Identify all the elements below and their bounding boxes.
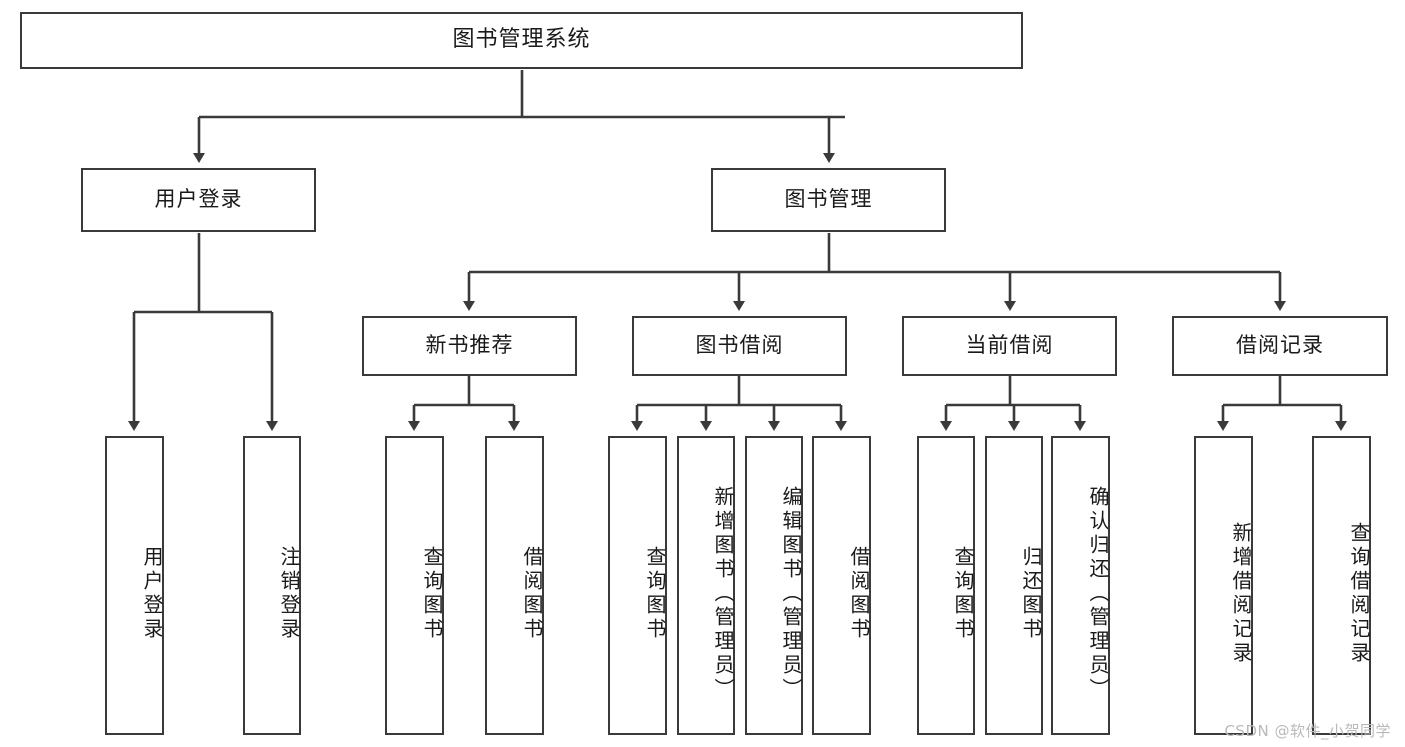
node-label: 编辑图书（管理员） (779, 485, 803, 702)
node-label: 注销登录 (277, 545, 301, 642)
node-label: 新增图书（管理员） (711, 485, 735, 702)
node-book-management[interactable]: 图书管理 (711, 168, 946, 232)
node-label: 当前借阅 (965, 333, 1054, 358)
node-label: 图书借阅 (695, 333, 784, 358)
node-current-borrow[interactable]: 当前借阅 (902, 316, 1117, 376)
node-label: 新增借阅记录 (1229, 521, 1253, 666)
leaf-book-borrow-edit-admin[interactable]: 编辑图书（管理员） (745, 436, 803, 735)
leaf-book-borrow-add-admin[interactable]: 新增图书（管理员） (677, 436, 735, 735)
node-label: 图书管理系统 (452, 27, 591, 53)
csdn-watermark: CSDN @软件_小贺同学 (1224, 722, 1391, 740)
leaf-new-book-query[interactable]: 查询图书 (385, 436, 444, 735)
node-label: 查询图书 (951, 545, 975, 642)
node-label: 图书管理 (784, 187, 873, 212)
node-label: 借阅图书 (520, 545, 544, 642)
node-label: 用户登录 (140, 545, 164, 642)
leaf-current-borrow-query[interactable]: 查询图书 (917, 436, 975, 735)
node-label: 查询图书 (643, 545, 667, 642)
leaf-borrow-record-query[interactable]: 查询借阅记录 (1312, 436, 1371, 735)
leaf-current-borrow-return[interactable]: 归还图书 (985, 436, 1043, 735)
node-label: 查询借阅记录 (1347, 521, 1371, 666)
node-root-book-management-system[interactable]: 图书管理系统 (20, 12, 1023, 69)
leaf-user-login-logout[interactable]: 注销登录 (243, 436, 301, 735)
node-new-book-recommend[interactable]: 新书推荐 (362, 316, 577, 376)
node-user-login[interactable]: 用户登录 (81, 168, 316, 232)
node-label: 借阅记录 (1236, 333, 1324, 358)
node-label: 归还图书 (1019, 545, 1043, 642)
node-book-borrow[interactable]: 图书借阅 (632, 316, 847, 376)
node-label: 新书推荐 (425, 333, 514, 358)
leaf-user-login-login[interactable]: 用户登录 (105, 436, 164, 735)
leaf-current-borrow-confirm-return-admin[interactable]: 确认归还（管理员） (1051, 436, 1110, 735)
leaf-book-borrow-query[interactable]: 查询图书 (608, 436, 667, 735)
leaf-borrow-record-add[interactable]: 新增借阅记录 (1194, 436, 1253, 735)
leaf-new-book-borrow[interactable]: 借阅图书 (485, 436, 544, 735)
node-label: 确认归还（管理员） (1086, 485, 1110, 702)
node-label: 借阅图书 (847, 545, 871, 642)
node-borrow-records[interactable]: 借阅记录 (1172, 316, 1388, 376)
node-label: 用户登录 (154, 187, 243, 212)
leaf-book-borrow-borrow[interactable]: 借阅图书 (812, 436, 871, 735)
node-label: 查询图书 (420, 545, 444, 642)
